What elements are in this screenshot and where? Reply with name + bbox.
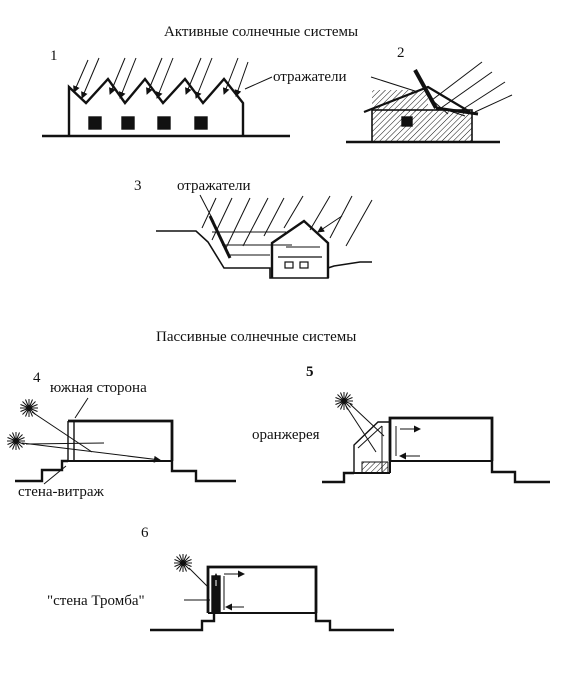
figure-5: 5 оранжерея: [252, 364, 550, 484]
label-reflectors-top: отражатели: [273, 69, 347, 85]
figure-5-number: 5: [306, 364, 314, 380]
figure-1: 1: [42, 48, 290, 138]
heading-passive: Пассивные солнечные системы: [156, 329, 356, 345]
figure-3: 3 отражатели: [134, 178, 373, 279]
sun-icon: [173, 553, 193, 573]
heading-active: Активные солнечные системы: [164, 24, 358, 40]
label-reflectors-mid: отражатели: [177, 178, 251, 194]
figure-4-number: 4: [33, 370, 41, 386]
figure-1-number: 1: [50, 48, 58, 64]
figure-2-number: 2: [397, 45, 405, 61]
figure-6: 6 "стена Тромба": [47, 525, 394, 632]
figure-4: 4 южная сторона стена-витраж: [6, 370, 236, 500]
label-trombe-wall: "стена Тромба": [47, 593, 145, 609]
sun-icon: [6, 431, 26, 451]
figure-2: 2: [346, 45, 513, 144]
label-greenhouse: оранжерея: [252, 427, 320, 443]
label-glass-wall: стена-витраж: [18, 484, 105, 500]
label-south-side: южная сторона: [50, 380, 147, 396]
figure-6-number: 6: [141, 525, 149, 541]
figure-3-number: 3: [134, 178, 142, 194]
sun-icon: [334, 391, 354, 411]
